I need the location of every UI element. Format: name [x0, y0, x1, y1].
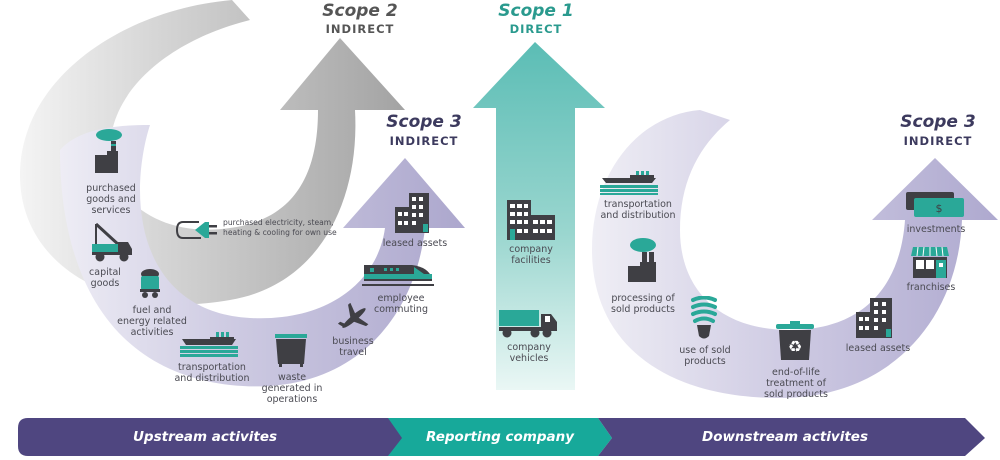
- storefront-icon: [911, 247, 949, 278]
- dumpster-icon: [275, 334, 307, 367]
- label-downstream-leased-assets: leased assets: [845, 343, 911, 354]
- scope3-downstream-arrow: [592, 110, 998, 398]
- building-icon: [395, 193, 429, 233]
- building-icon: [507, 200, 555, 240]
- ship-icon: [180, 332, 238, 357]
- train-icon: [362, 265, 434, 286]
- band-downstream-label: Downstream activites: [701, 429, 868, 445]
- light-bulb-icon: [691, 296, 717, 339]
- scope3-upstream-arrow: [60, 125, 465, 387]
- factory-icon: [95, 129, 122, 173]
- svg-text:$: $: [936, 202, 943, 215]
- label-employee-commuting: employee commuting: [374, 293, 428, 315]
- crane-truck-icon: [92, 222, 132, 262]
- scope3-upstream-title: Scope 3: [386, 112, 462, 132]
- plug-icon: [175, 221, 217, 239]
- scope3-downstream-title: Scope 3: [900, 112, 976, 132]
- label-franchises: franchises: [906, 282, 956, 293]
- truck-icon: [499, 310, 557, 338]
- scope2-subtitle: INDIRECT: [325, 22, 395, 36]
- label-upstream-leased-assets: leased assets: [382, 238, 448, 249]
- label-upstream-transport: transportation and distribution: [174, 362, 250, 384]
- scope3-upstream-subtitle: INDIRECT: [389, 134, 459, 148]
- money-icon: $: [906, 192, 964, 217]
- label-capital-goods: capital goods: [89, 267, 121, 289]
- label-company-vehicles: company vehicles: [507, 342, 551, 364]
- label-company-facilities: company facilities: [509, 244, 553, 266]
- scope2-title: Scope 2: [322, 1, 398, 21]
- recycle-bin-icon: ♻: [776, 321, 814, 360]
- ship-icon: [600, 171, 658, 195]
- scope1-subtitle: DIRECT: [509, 22, 563, 36]
- band-upstream-label: Upstream activites: [132, 429, 278, 445]
- label-end-of-life: end-of-life treatment of sold products: [764, 367, 828, 400]
- label-purchased-electricity: purchased electricity, steam, heating & …: [223, 218, 337, 237]
- band-reporting-label: Reporting company: [425, 429, 575, 445]
- label-investments: investments: [906, 224, 966, 235]
- label-processing-sold-products: processing of sold products: [611, 293, 675, 315]
- factory-icon: [628, 238, 656, 282]
- airplane-icon: [338, 303, 369, 328]
- svg-text:♻: ♻: [788, 337, 802, 356]
- label-fuel-energy: fuel and energy related activities: [117, 305, 187, 338]
- label-use-sold-products: use of sold products: [679, 345, 731, 367]
- label-waste: waste generated in operations: [261, 372, 323, 405]
- building-icon: [856, 298, 892, 338]
- band-reporting: [388, 418, 612, 456]
- label-business-travel: business travel: [332, 336, 374, 358]
- band-downstream: [598, 418, 985, 456]
- label-purchased-goods: purchased goods and services: [86, 183, 136, 216]
- scope3-downstream-subtitle: INDIRECT: [903, 134, 973, 148]
- fuel-cart-icon: [140, 269, 160, 298]
- scope1-title: Scope 1: [498, 1, 574, 21]
- label-downstream-transport: transportation and distribution: [600, 199, 676, 221]
- band-upstream: [18, 418, 412, 456]
